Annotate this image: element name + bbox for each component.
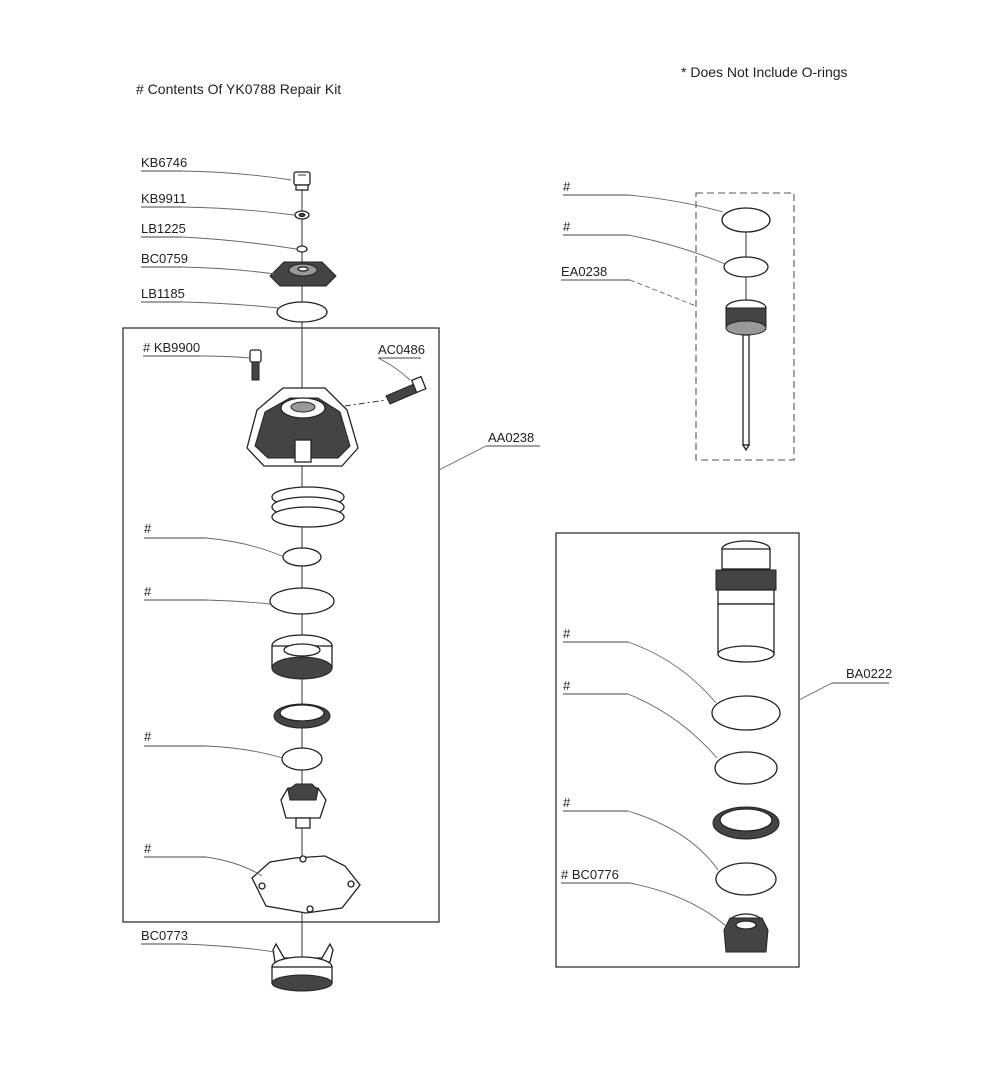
leader-line [627,234,726,265]
lb1225-o-ring [296,245,308,253]
bc0773-bumper [271,942,334,992]
group-box-aa0238 [122,327,440,923]
leader-line [377,357,411,381]
o-ring-b3 [715,862,777,896]
callout-aa0238: AA0238 [488,430,534,445]
leader-line [205,856,263,877]
kb6746-screw [293,171,311,191]
cylinder-seal [712,806,780,840]
callout-bc0776: # BC0776 [561,867,619,882]
cylinder-cap-aa0238 [246,387,359,467]
leader-line [181,301,279,309]
o-ring-a2 [269,587,335,615]
callout-ba0222: BA0222 [846,666,892,681]
leader-line [798,682,833,701]
callout-lb1185: LB1185 [141,286,185,301]
callout-hash-e2: # [563,219,571,234]
o-ring-e1 [721,207,771,233]
cylinder-sleeve [715,540,777,663]
o-ring-a3 [281,747,323,771]
driver-piston [725,299,767,452]
callout-hash-b2: # [563,678,571,693]
group-box-ea0238 [695,192,795,461]
leader-line [629,279,697,307]
callout-hash-a3: # [144,729,152,744]
callout-ea0238: EA0238 [561,264,607,279]
o-ring-a1 [282,547,322,567]
bc0776-bumper [723,913,769,953]
leader-line [627,641,717,704]
callout-bc0773: BC0773 [141,928,188,943]
leader-line [181,206,295,216]
leader-line [627,194,724,213]
callout-bc0759: BC0759 [141,251,188,266]
callout-lb1225: LB1225 [141,221,186,236]
leader-line [205,599,271,605]
callout-kb9900: # KB9900 [143,340,200,355]
callout-ac0486: AC0486 [378,342,425,357]
spring [271,486,345,528]
callout-hash-a2: # [144,584,152,599]
lb1185-o-ring [276,301,328,323]
leader-line [438,445,487,471]
o-ring-e2 [723,256,769,278]
valve-body [271,634,333,680]
group-box-ba0222 [555,532,800,968]
callout-hash-a1: # [144,521,152,536]
leader-line [627,810,719,871]
callout-hash-b3: # [563,795,571,810]
repair-kit-note: # Contents Of YK0788 Repair Kit [136,81,341,97]
ac0486-fitting [385,375,427,405]
o-ring-b1 [711,695,781,731]
bc0759-cap [269,261,337,287]
leader-line [205,537,285,558]
leader-line [181,943,276,953]
o-rings-note: * Does Not Include O-rings [681,64,848,80]
gasket [251,855,361,914]
callout-hash-e1: # [563,179,571,194]
leader-line [181,266,276,275]
o-ring-b2 [714,751,778,785]
valve-piston [280,783,327,829]
callout-kb9911: KB9911 [141,191,186,206]
leader-line [627,693,718,759]
leader-line [181,236,297,250]
callout-hash-a4: # [144,841,152,856]
callout-hash-b1: # [563,626,571,641]
leader-line [205,745,283,759]
kb9911-washer [294,210,310,220]
leader-line [629,882,727,927]
leader-line [181,170,292,181]
leader-line [199,355,251,359]
kb9900-bolt [249,349,262,381]
callout-kb6746: KB6746 [141,155,187,170]
seal-ring [273,703,331,729]
